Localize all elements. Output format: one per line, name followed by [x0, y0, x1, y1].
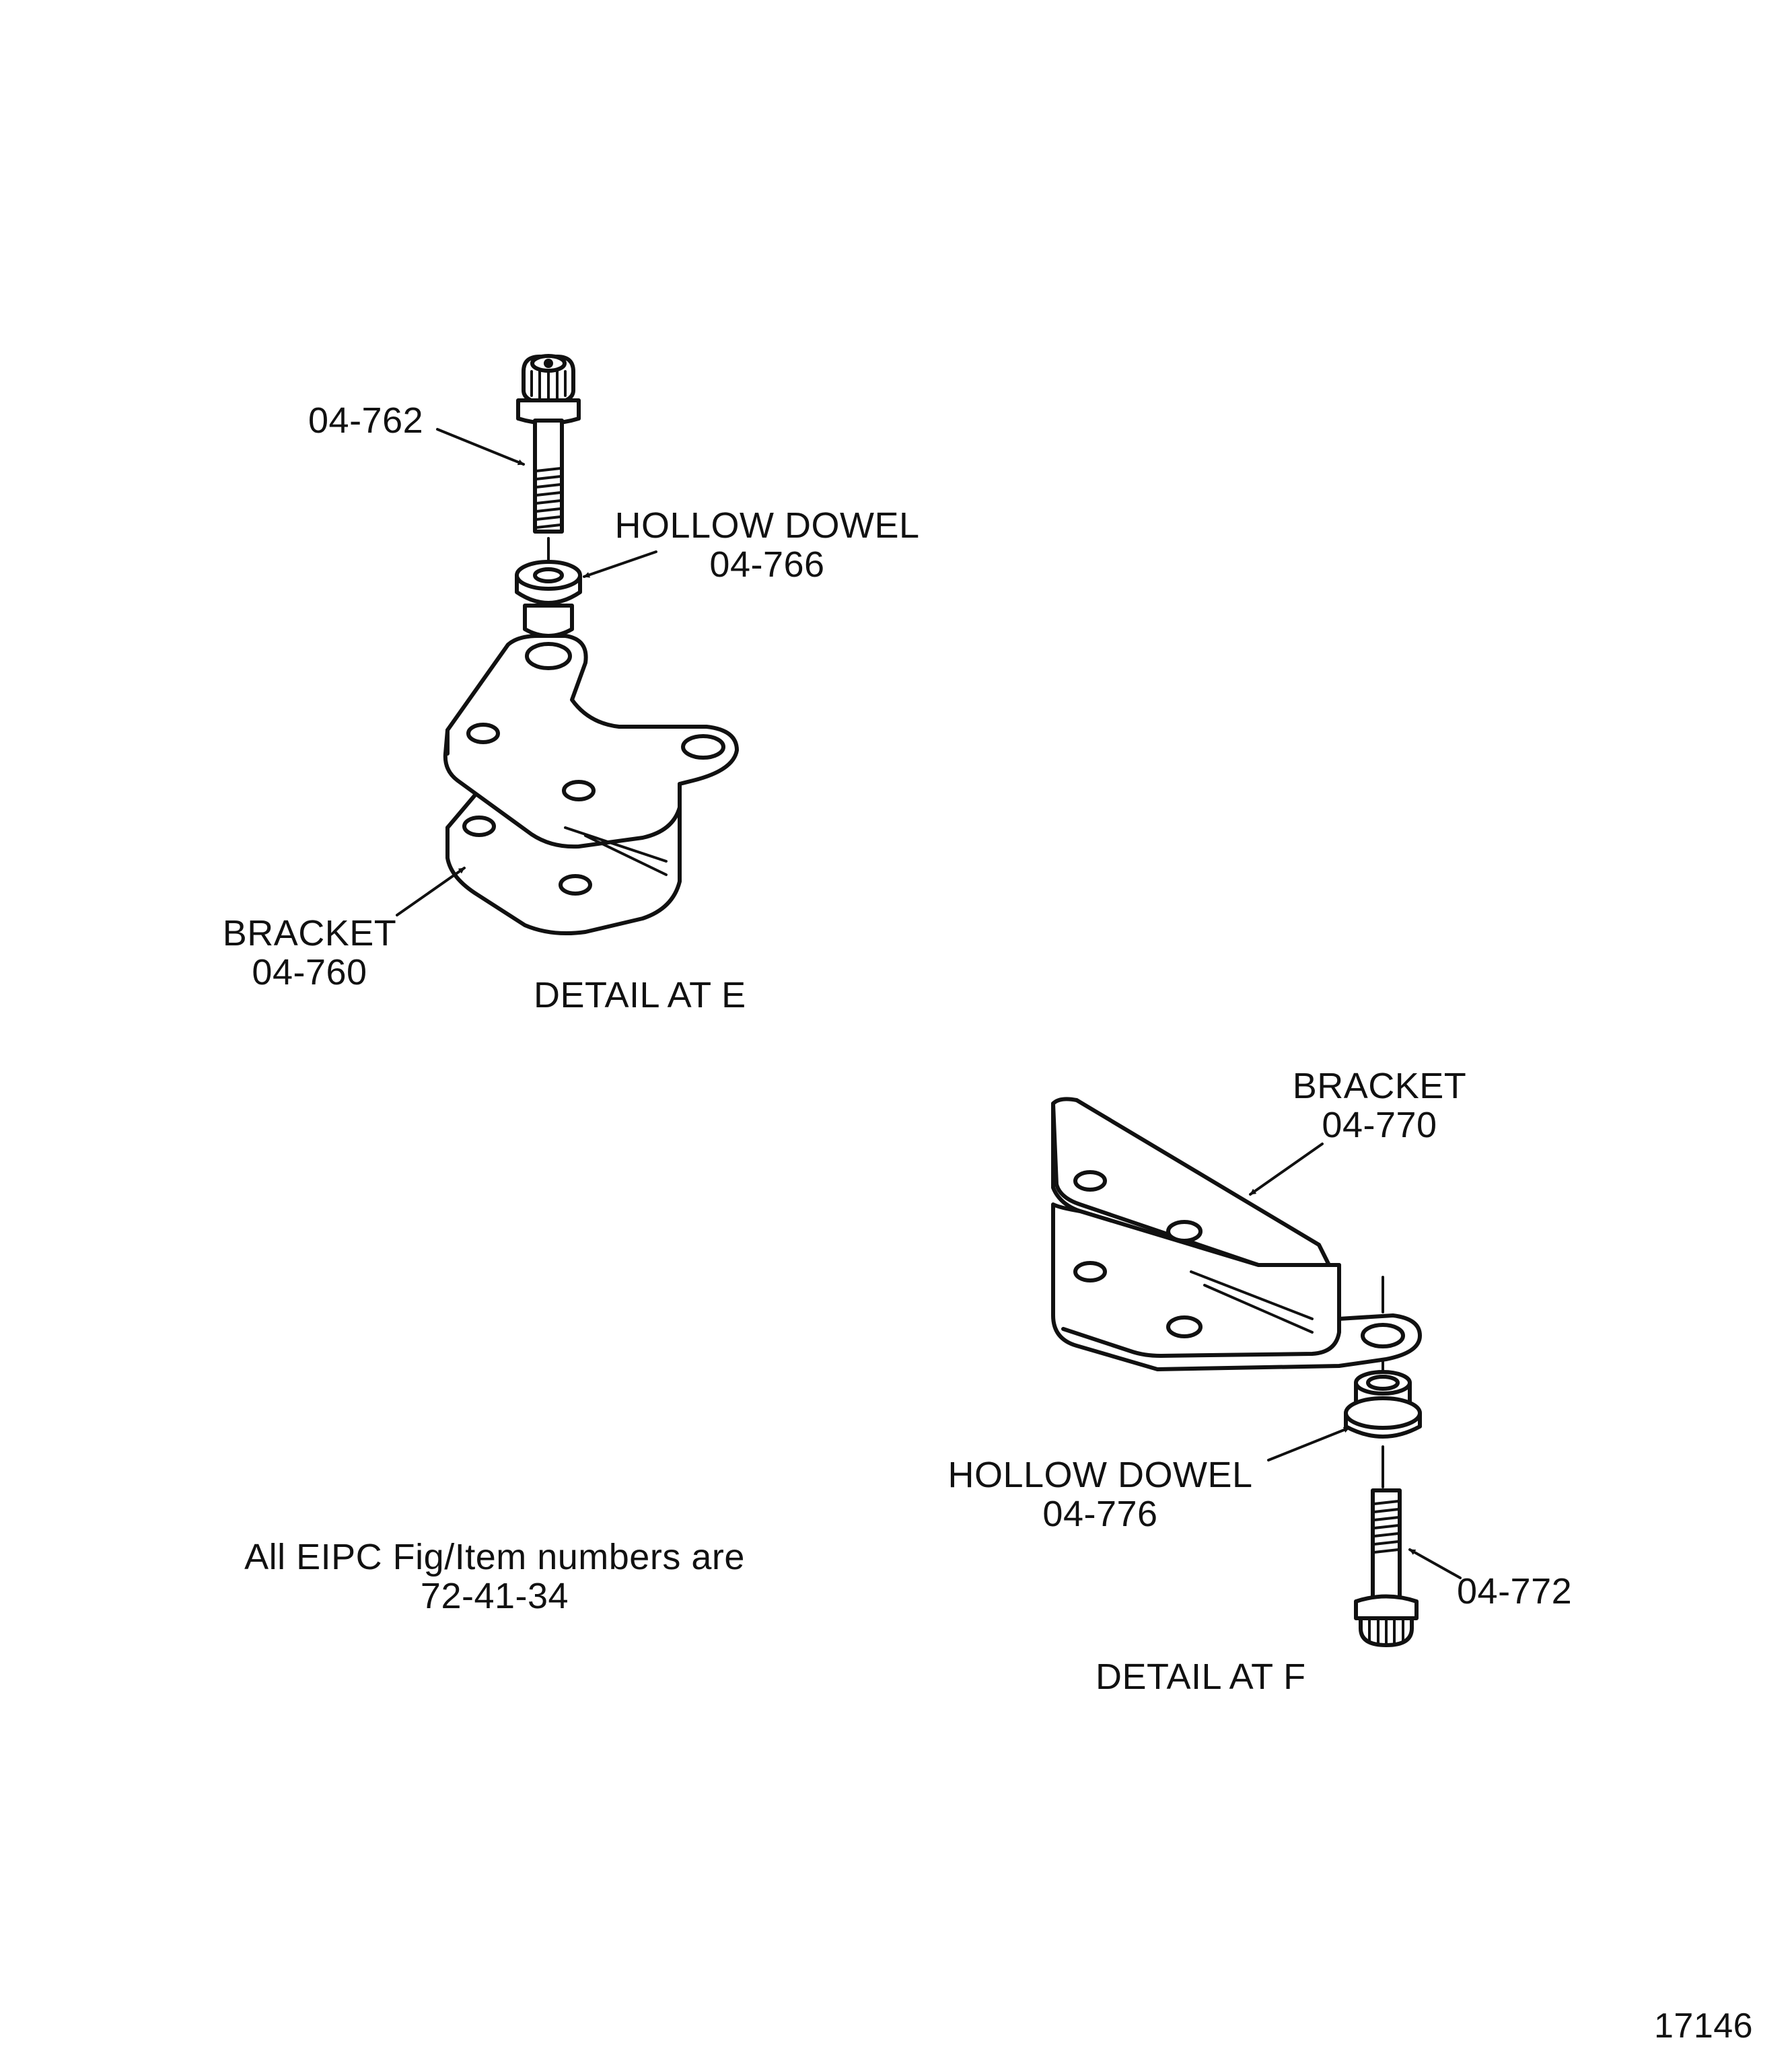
label-hollow-dowel-e-name: HOLLOW DOWEL: [614, 505, 920, 546]
detail-e-drawing: [396, 354, 739, 936]
hollow-dowel-04-776: [1344, 1370, 1422, 1439]
label-bracket-f-number: 04-770: [1322, 1105, 1437, 1145]
note-line-2: 72-41-34: [420, 1576, 569, 1616]
label-bracket-e-name: BRACKET: [222, 913, 397, 953]
label-hollow-dowel-f-name: HOLLOW DOWEL: [947, 1455, 1253, 1495]
bracket-04-760: [443, 634, 739, 936]
label-bracket-e-number: 04-760: [252, 952, 367, 992]
label-bolt-04-762: 04-762: [308, 400, 424, 441]
label-bolt-04-772: 04-772: [1457, 1571, 1573, 1612]
caption-detail-f: DETAIL AT F: [1096, 1657, 1306, 1697]
label-hollow-dowel-f-number: 04-776: [1042, 1494, 1158, 1534]
detail-f-drawing: [1051, 1097, 1462, 1647]
caption-detail-e: DETAIL AT E: [534, 975, 746, 1015]
hollow-dowel-04-766: [515, 560, 582, 638]
note-line-1: All EIPC Fig/Item numbers are: [244, 1537, 745, 1577]
bolt-04-772: [1354, 1488, 1419, 1647]
bolt-04-762: [516, 354, 581, 534]
label-bracket-f-name: BRACKET: [1292, 1066, 1467, 1106]
label-hollow-dowel-e-number: 04-766: [709, 544, 825, 585]
bracket-04-770: [1051, 1097, 1422, 1371]
figure-number: 17146: [1654, 2006, 1754, 2046]
